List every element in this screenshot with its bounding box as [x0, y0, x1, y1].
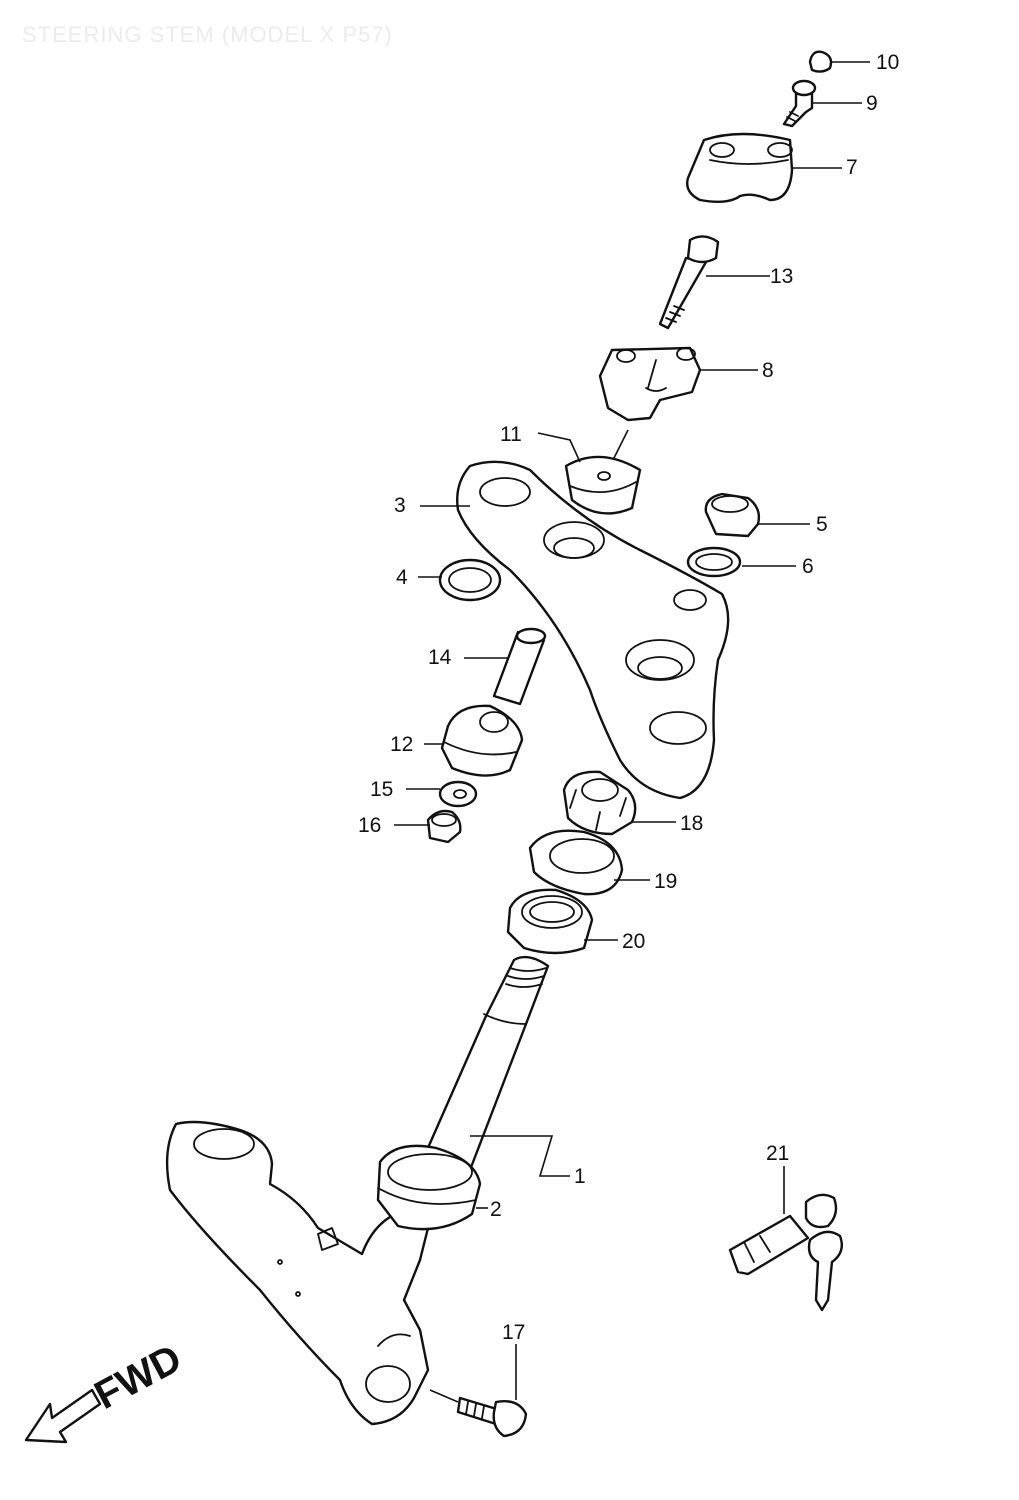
forward-direction-arrow [24, 1388, 102, 1444]
callout-16: 16 [358, 814, 381, 837]
callout-4: 4 [396, 566, 408, 589]
part-19-dust-seal [528, 829, 624, 896]
callout-14: 14 [428, 646, 452, 669]
leader-lines [394, 61, 870, 1403]
part-6-washer [686, 546, 742, 578]
part-20-bearing [506, 888, 594, 955]
part-12-damper [440, 704, 524, 777]
callout-6: 6 [802, 555, 814, 578]
part-16-nut [426, 809, 462, 844]
callout-5: 5 [816, 513, 828, 536]
callout-13: 13 [770, 265, 793, 288]
callout-10: 10 [876, 51, 899, 74]
part-9-bolt [782, 79, 817, 128]
part-17-bolt [456, 1396, 528, 1438]
part-3-upper-bracket [456, 460, 730, 800]
part-15-washer [438, 780, 478, 808]
callout-18: 18 [680, 812, 703, 835]
callout-19: 19 [654, 870, 677, 893]
part-10-cap [808, 50, 833, 73]
part-18-stem-nut [562, 770, 637, 836]
part-1-steering-stem [165, 955, 550, 1426]
callout-8: 8 [762, 359, 774, 382]
callout-3: 3 [394, 494, 406, 517]
part-11-cushion [564, 429, 642, 515]
part-8-lower-holder [598, 346, 702, 422]
part-21-key-set [728, 1193, 843, 1312]
callout-12: 12 [390, 733, 413, 756]
callout-20: 20 [622, 930, 645, 953]
part-2-lower-bearing [376, 1144, 482, 1231]
part-7-upper-holder [686, 132, 794, 203]
callout-21: 21 [766, 1142, 789, 1165]
callout-2: 2 [490, 1198, 502, 1221]
part-5-nut [704, 492, 761, 538]
fwd-label: FWD [88, 1336, 189, 1418]
part-4-washer [438, 558, 502, 602]
callout-labels: 1 2 3 4 5 6 7 8 9 10 11 12 13 14 15 16 1… [358, 51, 899, 1344]
callout-11: 11 [500, 423, 522, 446]
callout-9: 9 [866, 92, 878, 115]
callout-1: 1 [574, 1165, 586, 1188]
callout-17: 17 [502, 1321, 525, 1344]
callout-7: 7 [846, 156, 858, 179]
diagram-title: STEERING STEM (MODEL X P57) [22, 22, 393, 47]
part-13-bolt [658, 235, 720, 330]
part-14-collar [492, 627, 547, 706]
callout-15: 15 [370, 778, 393, 801]
